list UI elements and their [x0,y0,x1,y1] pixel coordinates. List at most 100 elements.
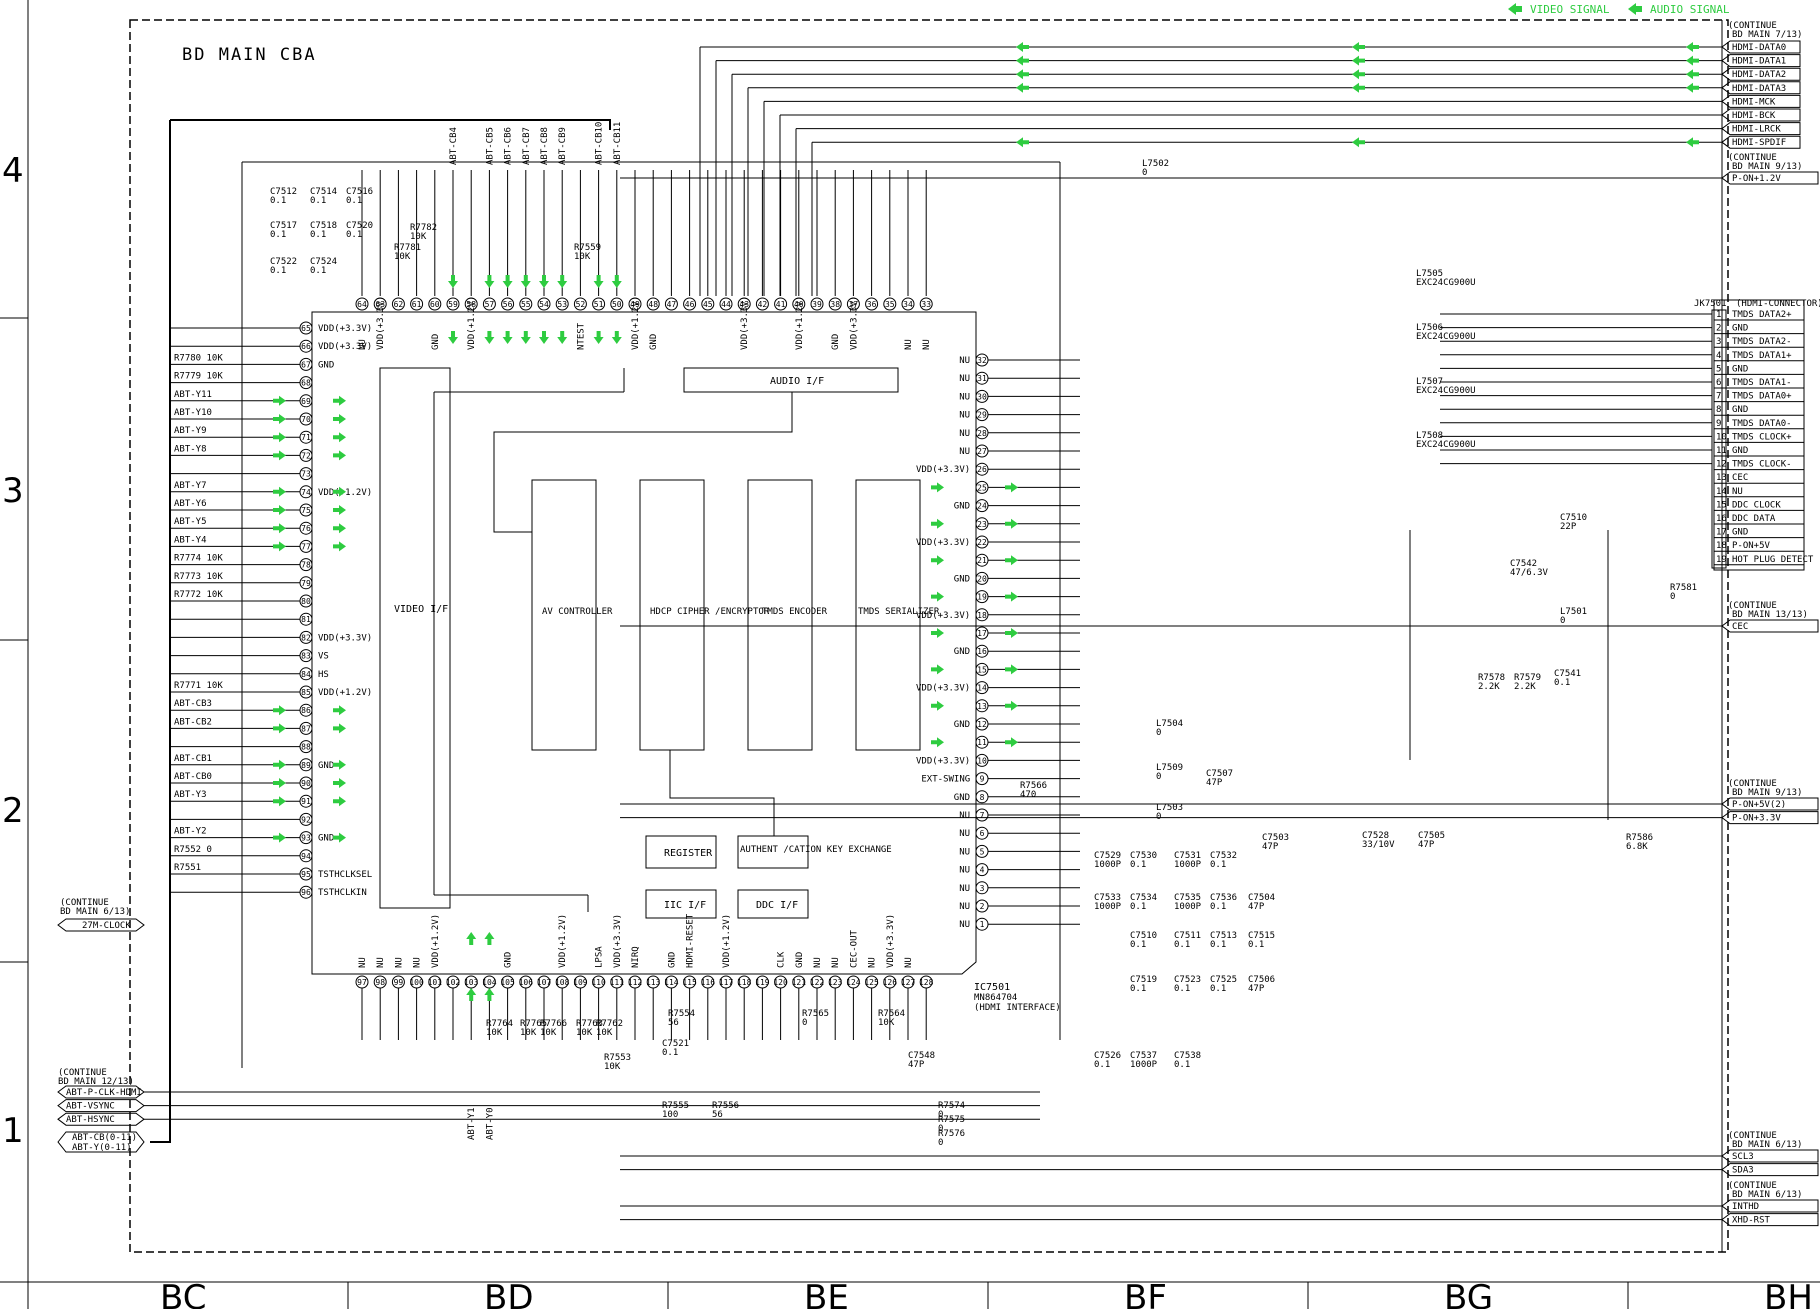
component-ref: C7507 [1206,769,1233,779]
top-pin-label-33: NU [922,339,932,350]
bottom-pin-119-num: 119 [755,978,770,987]
top-pin-50-circle [610,297,624,311]
video-signal-arrow-icon [1005,555,1018,566]
left-pin-67-num: 67 [301,360,311,369]
left-pin-72-circle [299,448,313,462]
top-pin-label-60: GND [431,334,441,350]
top-pin-53-num: 53 [557,300,567,309]
component-value: 0.1 [346,196,362,206]
connector-pin-number: 3 [1716,337,1721,347]
left-pin-83-num: 83 [301,652,311,661]
video-signal-arrow-icon [611,275,622,288]
row-label-2: 2 [2,791,24,831]
component-ref: R7762 [596,1019,623,1029]
audio-signal-arrow-icon [1016,55,1029,66]
audio-signal-arrow-icon [1352,82,1365,93]
video-signal-arrow-icon [448,331,458,344]
connector-pin-name: GND [1732,528,1748,538]
left-pin-88-circle [299,740,313,754]
left-pin-label-65: VDD(+3.3V) [318,324,372,334]
component-value: 2.2K [1514,682,1536,692]
bottom-pin-110-num: 110 [591,978,606,987]
right-pin-12-num: 12 [977,720,987,729]
continue-clk-note: (CONTINUE [60,898,109,908]
top-pin-43-circle [737,297,751,311]
video-signal-arrow-icon [273,395,286,406]
connector-pin-number: 5 [1716,364,1721,374]
component-value: 10K [520,1028,537,1038]
left-pin-85-num: 85 [301,688,311,697]
video-signal-arrow-icon [466,932,477,945]
video-signal-arrow-icon [931,664,944,675]
top-pin-42-num: 42 [758,300,768,309]
ic-ref: IC7501 [974,982,1010,993]
video-signal-arrow-icon [273,778,286,788]
component-value: 10K [576,1028,593,1038]
left-pin-71-num: 71 [301,433,311,442]
component-ref: C7542 [1510,559,1537,569]
video-signal-arrow-icon [273,432,286,443]
video-signal-arrow-icon [1005,700,1018,711]
connector-pin-number: 16 [1716,514,1727,524]
component-value: 0.1 [1174,940,1190,950]
component-value: 470 [1020,790,1036,800]
connector-pin-name: GND [1732,446,1748,456]
top-pin-54-num: 54 [539,300,549,309]
col-label-be: BE [804,1278,849,1309]
top-pin-40-num: 40 [794,300,804,309]
component-ref: R7575 [938,1115,965,1125]
video-signal-arrow-icon [539,331,549,344]
component-ref: R7781 [394,243,421,253]
left-pin-78-num: 78 [301,561,311,570]
video-signal-arrow-icon [1005,737,1018,748]
continue-tag [1721,94,1801,108]
component-value: 0.1 [1130,984,1146,994]
tmds-serializer-label: TMDS SERIALIZER [858,607,940,617]
right-pin-16-num: 16 [977,647,987,656]
component-value: 0 [1156,812,1161,822]
top-pin-54-circle [537,297,551,311]
top-pin-46-num: 46 [685,300,695,309]
video-signal-arrow-icon [484,932,495,945]
continue-tag [1721,40,1801,54]
col-label-bh: BH [1764,1278,1813,1309]
left-pin-65-circle [299,321,313,335]
signal-legend: VIDEO SIGNAL AUDIO SIGNAL [1508,3,1730,16]
bottom-pin-123-num: 123 [828,978,843,987]
top-pin-39-num: 39 [812,300,822,309]
connector-pin-number: 6 [1716,378,1721,388]
continue-pon12-note: BD MAIN 9/13) [1732,162,1802,172]
component-value: 0.1 [310,230,326,240]
component-value: 56 [712,1110,723,1120]
left-pin-89-num: 89 [301,761,311,770]
video-signal-arrow-icon [333,778,346,788]
component-value: 0 [938,1138,943,1148]
continue-tag [1721,108,1801,122]
bottom-pin-106-num: 106 [519,978,534,987]
component-ref: C7518 [310,221,337,231]
left-pin-69-circle [299,394,313,408]
left-pin-86-num: 86 [301,706,311,715]
bottom-pin-108-num: 108 [555,978,570,987]
component-ref: C7515 [1248,931,1275,941]
right-pin-label-22: VDD(+3.3V) [916,538,970,548]
top-pin-48-num: 48 [648,300,658,309]
left-net-label: ABT-CB1 [174,754,212,764]
top-net-label: ABT-CB10 [595,122,605,165]
top-pin-41-num: 41 [776,300,786,309]
audio-signal-arrow-icon [1686,42,1699,52]
connector-pin-name: TMDS DATA0- [1732,419,1792,429]
video-signal-arrow-icon [333,486,346,497]
bottom-pin-100-num: 100 [409,978,424,987]
component-value: 0 [1156,728,1161,738]
component-ref: C7536 [1210,893,1237,903]
component-value: 0.1 [1554,678,1570,688]
component-value: 1000P [1094,860,1122,870]
bottom-pin-109-num: 109 [573,978,588,987]
board-title: BD MAIN CBA [182,45,317,65]
top-pin-label-40: VDD(+1.2V) [795,296,805,350]
right-pin-26-num: 26 [977,465,987,474]
component-ref: C7526 [1094,1051,1121,1061]
top-net-label: ABT-CB8 [540,127,550,165]
